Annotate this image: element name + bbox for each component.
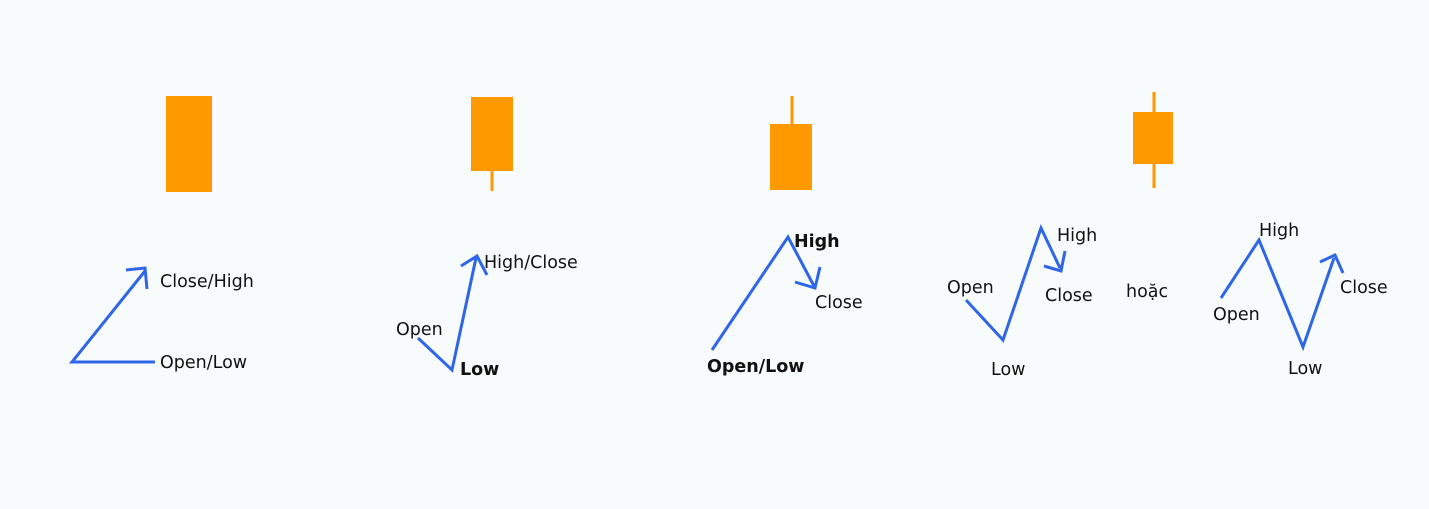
label-high-4b: High (1259, 221, 1299, 241)
panel-3: High Close Open/Low (707, 96, 863, 377)
label-high-4a: High (1057, 226, 1097, 246)
label-close-4a: Close (1045, 286, 1093, 306)
label-open-4a: Open (947, 278, 994, 298)
arrow-head-1 (125, 266, 149, 290)
label-open-low: Open/Low (160, 353, 247, 373)
price-path-1 (68, 270, 155, 364)
label-open-4b: Open (1213, 305, 1260, 325)
separator-text: hoặc (1126, 282, 1168, 302)
label-open: Open (396, 320, 443, 340)
candle-body-2 (471, 97, 513, 171)
panel-1: Close/High Open/Low (68, 96, 254, 373)
panel-2: High/Close Open Low (396, 97, 578, 380)
label-close-4b: Close (1340, 278, 1388, 298)
label-low: Low (460, 360, 499, 380)
arrow-head-2 (460, 253, 489, 276)
candle-body-3 (770, 124, 812, 190)
arrow-head-4a (1043, 250, 1067, 273)
price-path-2 (416, 257, 478, 373)
arrow-head-3 (794, 266, 822, 290)
label-low-4b: Low (1288, 359, 1322, 379)
label-close: Close (815, 293, 863, 313)
price-path-3 (710, 234, 816, 351)
label-low-4a: Low (991, 360, 1025, 380)
label-high-close: High/Close (484, 253, 578, 273)
price-path-4b (1219, 236, 1336, 352)
price-path-4a (964, 224, 1062, 343)
label-close-high: Close/High (160, 272, 254, 292)
candle-body-4 (1133, 112, 1173, 164)
label-high: High (794, 232, 840, 252)
panel-4: Open Low High Close hoặc High Open Low C… (947, 92, 1388, 380)
candle-body-1 (166, 96, 212, 192)
label-open-low: Open/Low (707, 357, 804, 377)
arrow-head-4b (1319, 252, 1345, 274)
